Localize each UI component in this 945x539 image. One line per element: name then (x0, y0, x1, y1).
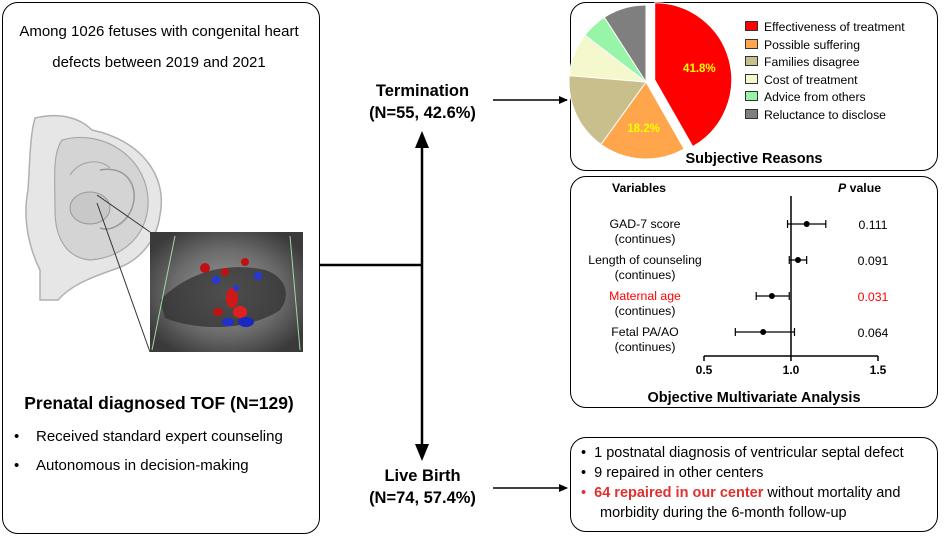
legend-item: Possible suffering (745, 37, 860, 52)
legend-label: Families disagree (764, 55, 860, 69)
outcome-item-highlighted: • 64 repaired in our center without mort… (581, 484, 900, 504)
termination-label: Termination (375, 82, 470, 100)
bullet-dot: • (14, 428, 20, 445)
bullet-text: Received standard expert counseling (36, 428, 283, 445)
legend-swatch (745, 21, 758, 31)
outcome-continuation: morbidity during the 6-month follow-up (600, 505, 847, 521)
variable-type: (continues) (614, 340, 676, 354)
legend-label: Possible suffering (764, 37, 860, 52)
pie-slice (603, 4, 647, 84)
objective-analysis-title: Objective Multivariate Analysis (647, 390, 861, 406)
objective-analysis-panel (570, 176, 938, 408)
bullet-item: • Autonomous in decision-making (14, 457, 249, 474)
variable-name-highlighted: Maternal age (609, 289, 681, 303)
legend-swatch (745, 38, 758, 49)
termination-count: (N=55, 42.6%) (369, 104, 476, 122)
termination-node: Termination (N=55, 42.6%) (355, 80, 490, 124)
bullet-item: • Received standard expert counseling (14, 428, 283, 445)
forest-row-label: Maternal age (continues) (585, 289, 705, 319)
forest-row-label: Fetal PA/AO (continues) (585, 325, 705, 355)
x-tick-label: 1.5 (870, 363, 887, 377)
live-birth-outcomes-panel (570, 437, 938, 532)
point-estimate (803, 221, 810, 227)
point-estimate (760, 329, 767, 335)
p-value-significant: 0.031 (857, 290, 889, 304)
legend-swatch (745, 56, 758, 66)
p-value: 0.111 (858, 218, 888, 232)
legend-swatch (745, 108, 758, 119)
legend-item: Reluctance to disclose (745, 107, 886, 122)
legend-item: Families disagree (745, 55, 860, 69)
p-value-header: P value (838, 181, 881, 195)
up-arrowhead (415, 131, 429, 148)
legend-item: Cost of treatment (745, 72, 858, 87)
forest-row-label: Length of counseling (continues) (580, 253, 710, 283)
legend-swatch (745, 91, 758, 101)
tof-title: Prenatal diagnosed TOF (N=129) (24, 393, 294, 413)
variable-type: (continues) (614, 268, 676, 282)
legend-item: Effectiveness of treatment (745, 20, 905, 34)
intro-line-1: Among 1026 fetuses with congenital heart (19, 23, 299, 40)
p-value: 0.064 (857, 326, 889, 340)
x-tick-label: 1.0 (783, 363, 800, 377)
live-birth-label: Live Birth (384, 467, 461, 485)
outcome-item: • 1 postnatal diagnosis of ventricular s… (581, 445, 904, 461)
pie-slice (568, 75, 647, 146)
outcome-text: without mortality and (763, 485, 901, 501)
pie-slice-label: 18.2% (627, 123, 660, 135)
variable-name: Length of counseling (588, 253, 702, 267)
outcome-highlight-text: 64 repaired in our center (594, 485, 764, 501)
point-estimate (768, 293, 775, 299)
pie-slice (654, 2, 733, 148)
variable-type: (continues) (614, 232, 676, 246)
outcome-text: 9 repaired in other centers (594, 465, 764, 481)
live-birth-count: (N=74, 57.4%) (369, 489, 476, 507)
legend-label: Reluctance to disclose (764, 107, 886, 122)
legend-label: Advice from others (764, 90, 866, 104)
legend-label: Effectiveness of treatment (764, 20, 905, 34)
outcome-item: • 9 repaired in other centers (581, 465, 764, 481)
pie-slice (600, 81, 685, 160)
down-arrowhead (415, 444, 429, 461)
p-italic: P (838, 181, 847, 195)
intro-line-2: defects between 2019 and 2021 (52, 54, 266, 71)
p-value-header-rest: value (846, 181, 882, 195)
legend-item: Advice from others (745, 90, 866, 104)
bullet-dot: • (581, 485, 587, 501)
variable-name: Fetal PA/AO (611, 325, 679, 339)
p-value: 0.091 (857, 254, 889, 268)
forest-row-label: GAD-7 score (continues) (585, 217, 705, 247)
x-tick-label: 0.5 (696, 363, 713, 377)
bullet-dot: • (14, 457, 20, 474)
intro-text: Among 1026 fetuses with congenital heart… (10, 16, 308, 78)
bullet-text: Autonomous in decision-making (36, 457, 249, 474)
variable-name: GAD-7 score (609, 217, 681, 231)
subjective-reasons-title: Subjective Reasons (685, 151, 823, 167)
legend-swatch (745, 73, 758, 84)
point-estimate (794, 257, 801, 263)
live-birth-node: Live Birth (N=74, 57.4%) (355, 465, 490, 509)
variables-header: Variables (612, 181, 667, 195)
legend-label: Cost of treatment (764, 72, 858, 87)
outcome-text: 1 postnatal diagnosis of ventricular sep… (594, 445, 904, 461)
variable-type: (continues) (614, 304, 676, 318)
pie-slice-label: 41.8% (683, 63, 716, 75)
